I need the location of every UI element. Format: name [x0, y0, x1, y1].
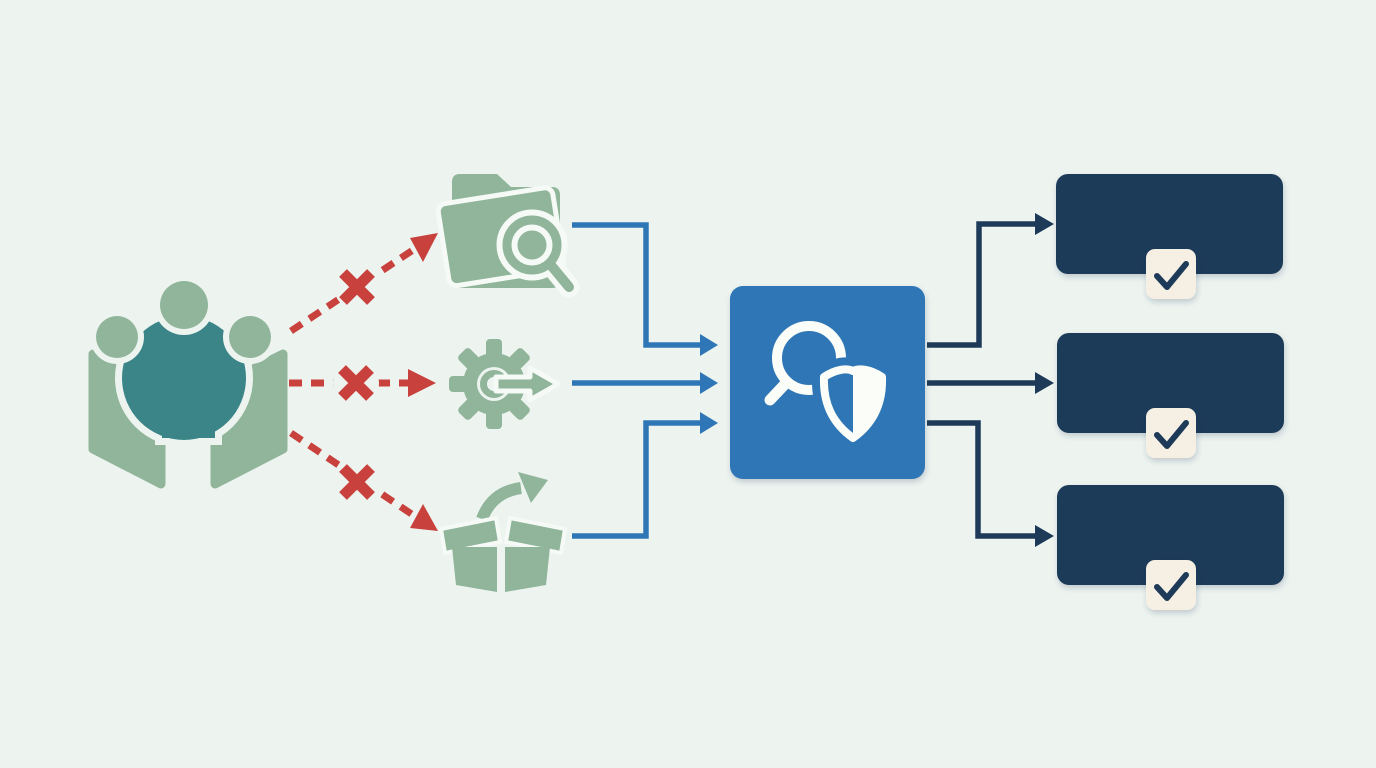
flow-arrow-result3-navy [927, 420, 1054, 547]
team-group-icon [88, 275, 288, 489]
arrowhead [410, 504, 438, 531]
arrowhead [1035, 372, 1054, 394]
result-card-3 [1057, 485, 1284, 610]
arrowhead [700, 412, 718, 434]
arrowhead [1035, 525, 1054, 547]
blocked-arrow-top [289, 233, 438, 334]
check-box [1146, 560, 1196, 610]
arrowhead [408, 369, 436, 397]
team-head-center [154, 275, 214, 335]
checkmark-icon [1154, 572, 1189, 601]
blocked-arrow-middle [289, 360, 436, 406]
export-arrow-curve [476, 482, 523, 522]
magnifier [496, 209, 580, 298]
x-blocked-icon [339, 269, 375, 305]
inspection-node [730, 286, 925, 479]
magnifier-shield-icon [764, 321, 895, 450]
blocked-arrow-bottom [289, 430, 438, 531]
flow-arrow-box-blue [572, 412, 718, 539]
arrowhead [700, 372, 718, 394]
flow-arrow-gear-blue [572, 372, 718, 394]
result-card-2 [1057, 333, 1284, 458]
check-box [1146, 408, 1196, 458]
team-head-left [90, 310, 144, 364]
x-blocked-icon [338, 365, 374, 401]
team-head-right [223, 310, 277, 364]
result-card-1 [1056, 174, 1283, 299]
folder-search-icon [435, 174, 580, 298]
arrowhead [700, 334, 718, 356]
box-export-icon [438, 472, 568, 592]
forward-arrow [493, 365, 561, 403]
arrowhead [410, 233, 438, 262]
box-flap-right [503, 515, 568, 556]
flow-arrow-result2-navy [927, 372, 1054, 394]
arrowhead [1035, 213, 1054, 235]
shield-right-half [853, 369, 883, 438]
flow-arrow-folder-blue [572, 222, 718, 356]
gear-arrow-icon [449, 339, 561, 429]
checkmark-icon [1154, 420, 1189, 449]
x-blocked-icon [339, 464, 375, 500]
checkmark-icon [1154, 261, 1189, 290]
box-body-left [452, 547, 497, 592]
flow-arrow-result1-navy [927, 213, 1054, 348]
team-table [115, 309, 253, 447]
box-flap-left [438, 515, 503, 556]
export-arrowhead [518, 472, 548, 503]
check-box [1146, 249, 1196, 299]
box-body-right [505, 547, 550, 592]
